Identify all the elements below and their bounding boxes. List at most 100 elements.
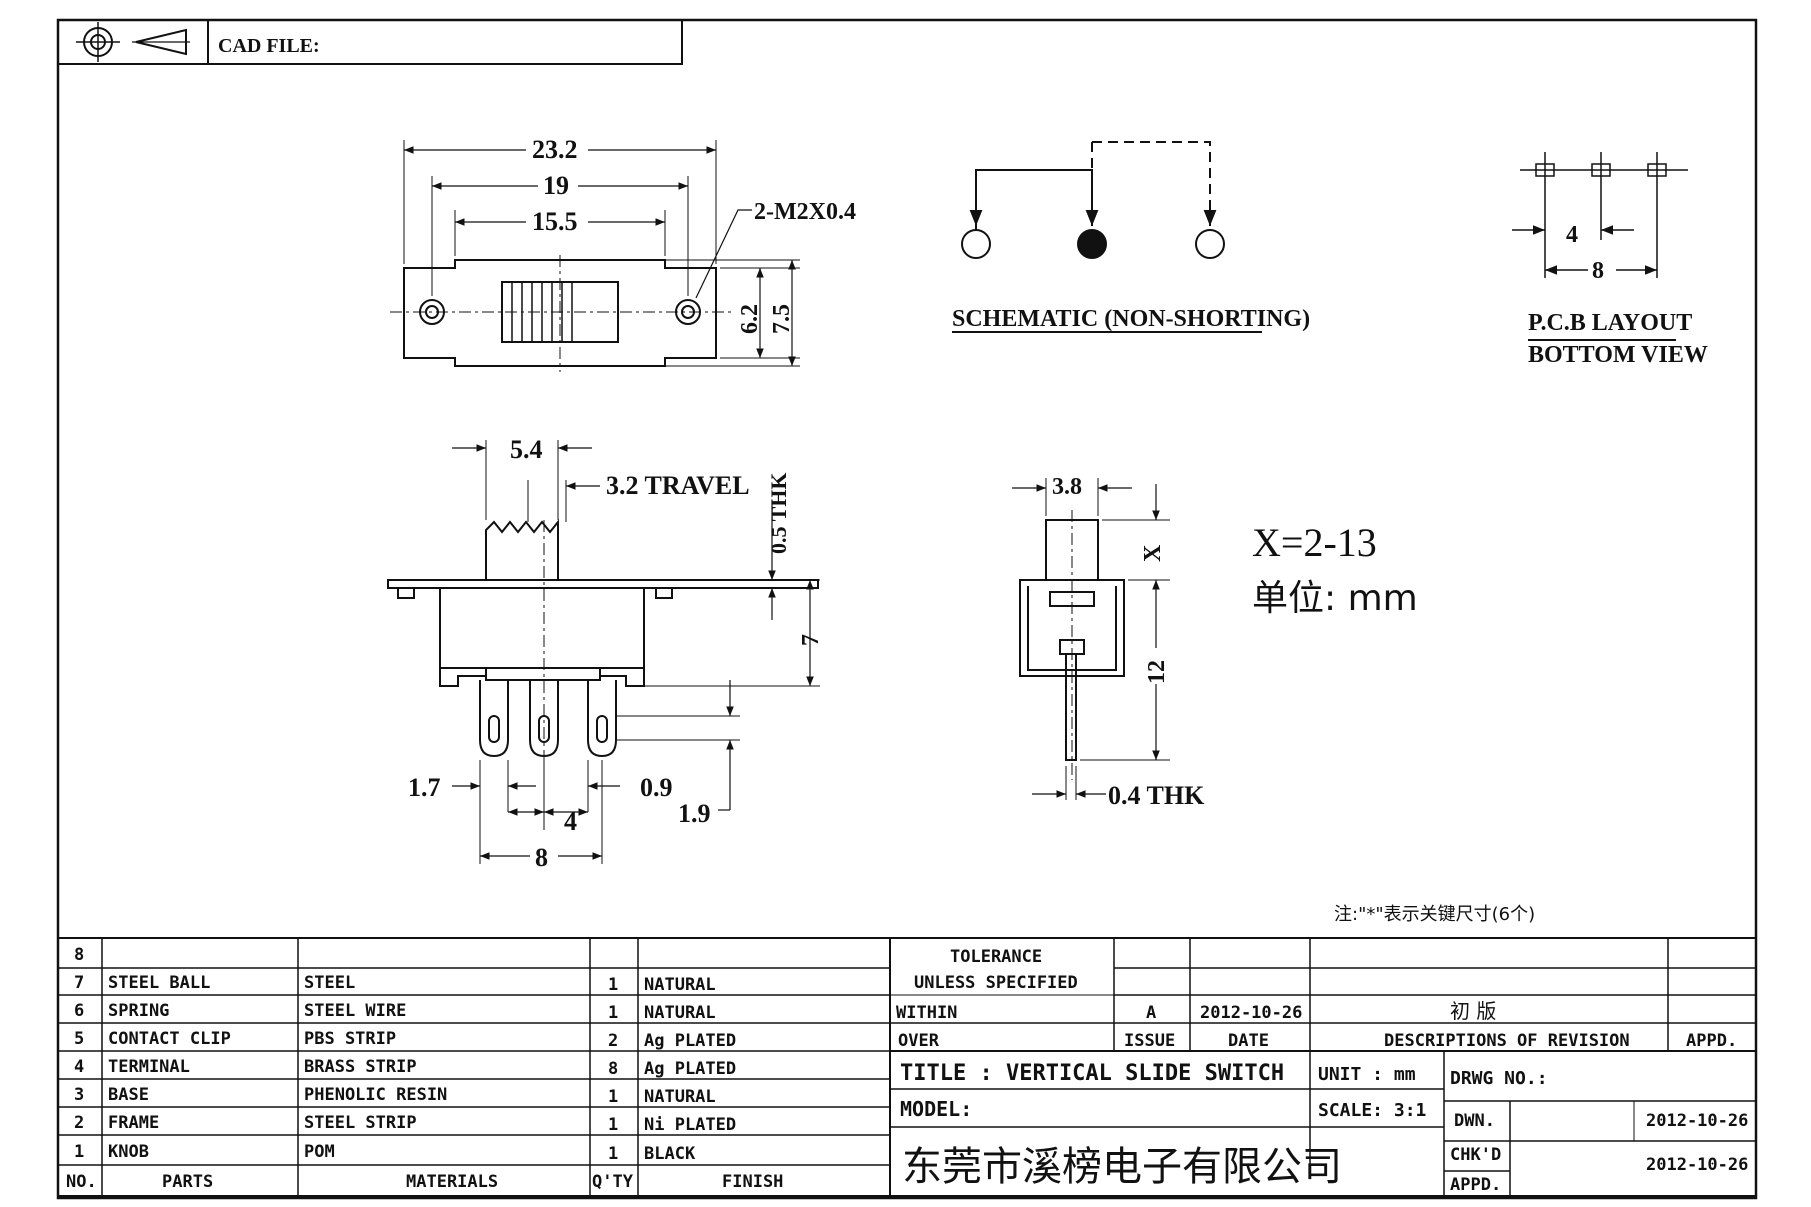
svg-text:1: 1 bbox=[608, 1003, 618, 1023]
svg-text:POM: POM bbox=[304, 1142, 335, 1162]
checked-date: 2012-10-26 bbox=[1646, 1155, 1748, 1175]
table-row: 2 FRAME STEEL STRIP 1 Ni PLATED bbox=[74, 1113, 736, 1135]
pcb-layout bbox=[1512, 152, 1688, 341]
table-row: 4 TERMINAL BRASS STRIP 8 Ag PLATED bbox=[74, 1057, 736, 1079]
revision-issue: A bbox=[1146, 1003, 1156, 1023]
front-view bbox=[387, 440, 820, 864]
svg-text:Ag PLATED: Ag PLATED bbox=[644, 1031, 736, 1051]
dim-38: 3.8 bbox=[1052, 474, 1082, 500]
top-view bbox=[390, 140, 800, 372]
svg-text:8: 8 bbox=[608, 1059, 618, 1079]
dim-overall-width: 23.2 bbox=[532, 135, 578, 164]
svg-text:1: 1 bbox=[608, 1087, 618, 1107]
unit-label: UNIT : mm bbox=[1318, 1064, 1416, 1085]
svg-text:BASE: BASE bbox=[108, 1085, 149, 1105]
pcb-pitch: 4 bbox=[1566, 222, 1578, 248]
schematic-label: SCHEMATIC (NON-SHORTING) bbox=[952, 306, 1310, 332]
dim-thk-04: 0.4 THK bbox=[1108, 781, 1205, 810]
bom-rows: 8 7 STEEL BALL STEEL 1 NATURAL 6 SPRING … bbox=[66, 945, 783, 1192]
svg-text:6: 6 bbox=[74, 1001, 84, 1021]
dim-travel: 3.2 TRAVEL bbox=[606, 471, 750, 500]
screw-spec: 2-M2X0.4 bbox=[754, 199, 856, 225]
bom-table bbox=[57, 937, 891, 1197]
pcb-labels: 4 8 P.C.B LAYOUT BOTTOM VIEW bbox=[1528, 222, 1708, 368]
key-dimension-note: 注:"*"表示关键尺寸(6个) bbox=[1334, 904, 1535, 925]
svg-text:8: 8 bbox=[74, 945, 84, 965]
dim-thk-05: 0.5 THK bbox=[766, 472, 791, 554]
svg-text:NATURAL: NATURAL bbox=[644, 975, 716, 995]
svg-text:CONTACT CLIP: CONTACT CLIP bbox=[108, 1029, 231, 1049]
svg-text:PARTS: PARTS bbox=[162, 1172, 213, 1192]
svg-text:2: 2 bbox=[74, 1113, 84, 1133]
drawn-label: DWN. bbox=[1454, 1111, 1495, 1131]
svg-text:STEEL: STEEL bbox=[304, 973, 355, 993]
dim-height-outer: 7.5 bbox=[769, 304, 795, 334]
svg-text:Ni PLATED: Ni PLATED bbox=[644, 1115, 736, 1135]
revision-description: 初 版 bbox=[1450, 999, 1496, 1023]
svg-text:FINISH: FINISH bbox=[722, 1172, 783, 1192]
dim-17: 1.7 bbox=[408, 773, 441, 802]
dim-09: 0.9 bbox=[640, 773, 673, 802]
issue-label: ISSUE bbox=[1124, 1031, 1175, 1051]
dim-pin-span: 8 bbox=[535, 843, 548, 872]
date-label: DATE bbox=[1228, 1031, 1269, 1051]
descriptions-label: DESCRIPTIONS OF REVISION bbox=[1384, 1031, 1630, 1051]
scale-label: SCALE: 3:1 bbox=[1318, 1100, 1426, 1121]
cad-header: CAD FILE: bbox=[57, 19, 683, 65]
svg-text:STEEL BALL: STEEL BALL bbox=[108, 973, 210, 993]
dim-pin-pitch: 4 bbox=[564, 807, 577, 836]
svg-text:FRAME: FRAME bbox=[108, 1113, 159, 1133]
side-view bbox=[1012, 478, 1170, 800]
svg-text:NATURAL: NATURAL bbox=[644, 1003, 716, 1023]
schematic bbox=[952, 141, 1262, 333]
dim-knob-width: 5.4 bbox=[510, 435, 543, 464]
pcb-span: 8 bbox=[1592, 258, 1604, 284]
table-row: 7 STEEL BALL STEEL 1 NATURAL bbox=[74, 973, 716, 995]
svg-text:4: 4 bbox=[74, 1057, 84, 1077]
dim-height-inner: 6.2 bbox=[737, 304, 763, 334]
drawing-number-label: DRWG NO.: bbox=[1450, 1068, 1548, 1089]
svg-text:1: 1 bbox=[608, 1115, 618, 1135]
drawing-title: TITLE : VERTICAL SLIDE SWITCH bbox=[900, 1061, 1284, 1086]
svg-text:3: 3 bbox=[74, 1085, 84, 1105]
svg-text:NO.: NO. bbox=[66, 1172, 97, 1192]
top-view-dims: 23.2 19 15.5 2-M2X0.4 6.2 7.5 bbox=[526, 133, 856, 334]
svg-text:KNOB: KNOB bbox=[108, 1142, 149, 1162]
svg-text:PBS STRIP: PBS STRIP bbox=[304, 1029, 396, 1049]
model-label: MODEL: bbox=[900, 1097, 972, 1121]
drawn-date: 2012-10-26 bbox=[1646, 1111, 1748, 1131]
side-view-dims: 3.8 X 12 0.4 THK bbox=[1050, 470, 1205, 810]
svg-text:1: 1 bbox=[608, 975, 618, 995]
revision-date: 2012-10-26 bbox=[1200, 1003, 1302, 1023]
svg-text:1: 1 bbox=[608, 1144, 618, 1164]
table-row: 6 SPRING STEEL WIRE 1 NATURAL bbox=[74, 1001, 716, 1023]
table-row: 5 CONTACT CLIP PBS STRIP 2 Ag PLATED bbox=[74, 1029, 736, 1051]
dim-x: X bbox=[1140, 544, 1166, 562]
svg-text:NATURAL: NATURAL bbox=[644, 1087, 716, 1107]
checked-label: CHK'D bbox=[1450, 1145, 1501, 1165]
unit-note: 单位: mm bbox=[1252, 578, 1418, 619]
svg-text:Ag PLATED: Ag PLATED bbox=[644, 1059, 736, 1079]
title-block-text: TOLERANCE UNLESS SPECIFIED WITHIN OVER A… bbox=[896, 947, 1748, 1195]
company-name: 东莞市溪榜电子有限公司 bbox=[902, 1144, 1342, 1190]
projection-symbol-icon bbox=[76, 22, 190, 62]
table-row: 1 KNOB POM 1 BLACK bbox=[74, 1142, 696, 1164]
svg-text:SPRING: SPRING bbox=[108, 1001, 169, 1021]
svg-text:MATERIALS: MATERIALS bbox=[406, 1172, 498, 1192]
approved-label: APPD. bbox=[1450, 1175, 1501, 1195]
cad-file-label: CAD FILE: bbox=[218, 35, 320, 57]
svg-text:Q'TY: Q'TY bbox=[592, 1172, 634, 1192]
appd-label: APPD. bbox=[1686, 1031, 1737, 1051]
within-label: WITHIN bbox=[896, 1003, 957, 1023]
unless-specified-label: UNLESS SPECIFIED bbox=[914, 973, 1078, 993]
svg-text:7: 7 bbox=[74, 973, 84, 993]
dim-body-height: 7 bbox=[798, 634, 824, 646]
table-row: 8 bbox=[74, 945, 84, 965]
front-view-dims: 5.4 3.2 TRAVEL 0.5 THK 7 1.7 0.9 4 1.9 8 bbox=[408, 435, 824, 872]
table-row: 3 BASE PHENOLIC RESIN 1 NATURAL bbox=[74, 1085, 716, 1107]
over-label: OVER bbox=[898, 1031, 940, 1051]
pcb-label-line2: BOTTOM VIEW bbox=[1528, 342, 1708, 368]
sheet-border bbox=[56, 18, 1758, 1200]
dim-mount-width: 19 bbox=[543, 171, 569, 200]
svg-text:STEEL WIRE: STEEL WIRE bbox=[304, 1001, 406, 1021]
